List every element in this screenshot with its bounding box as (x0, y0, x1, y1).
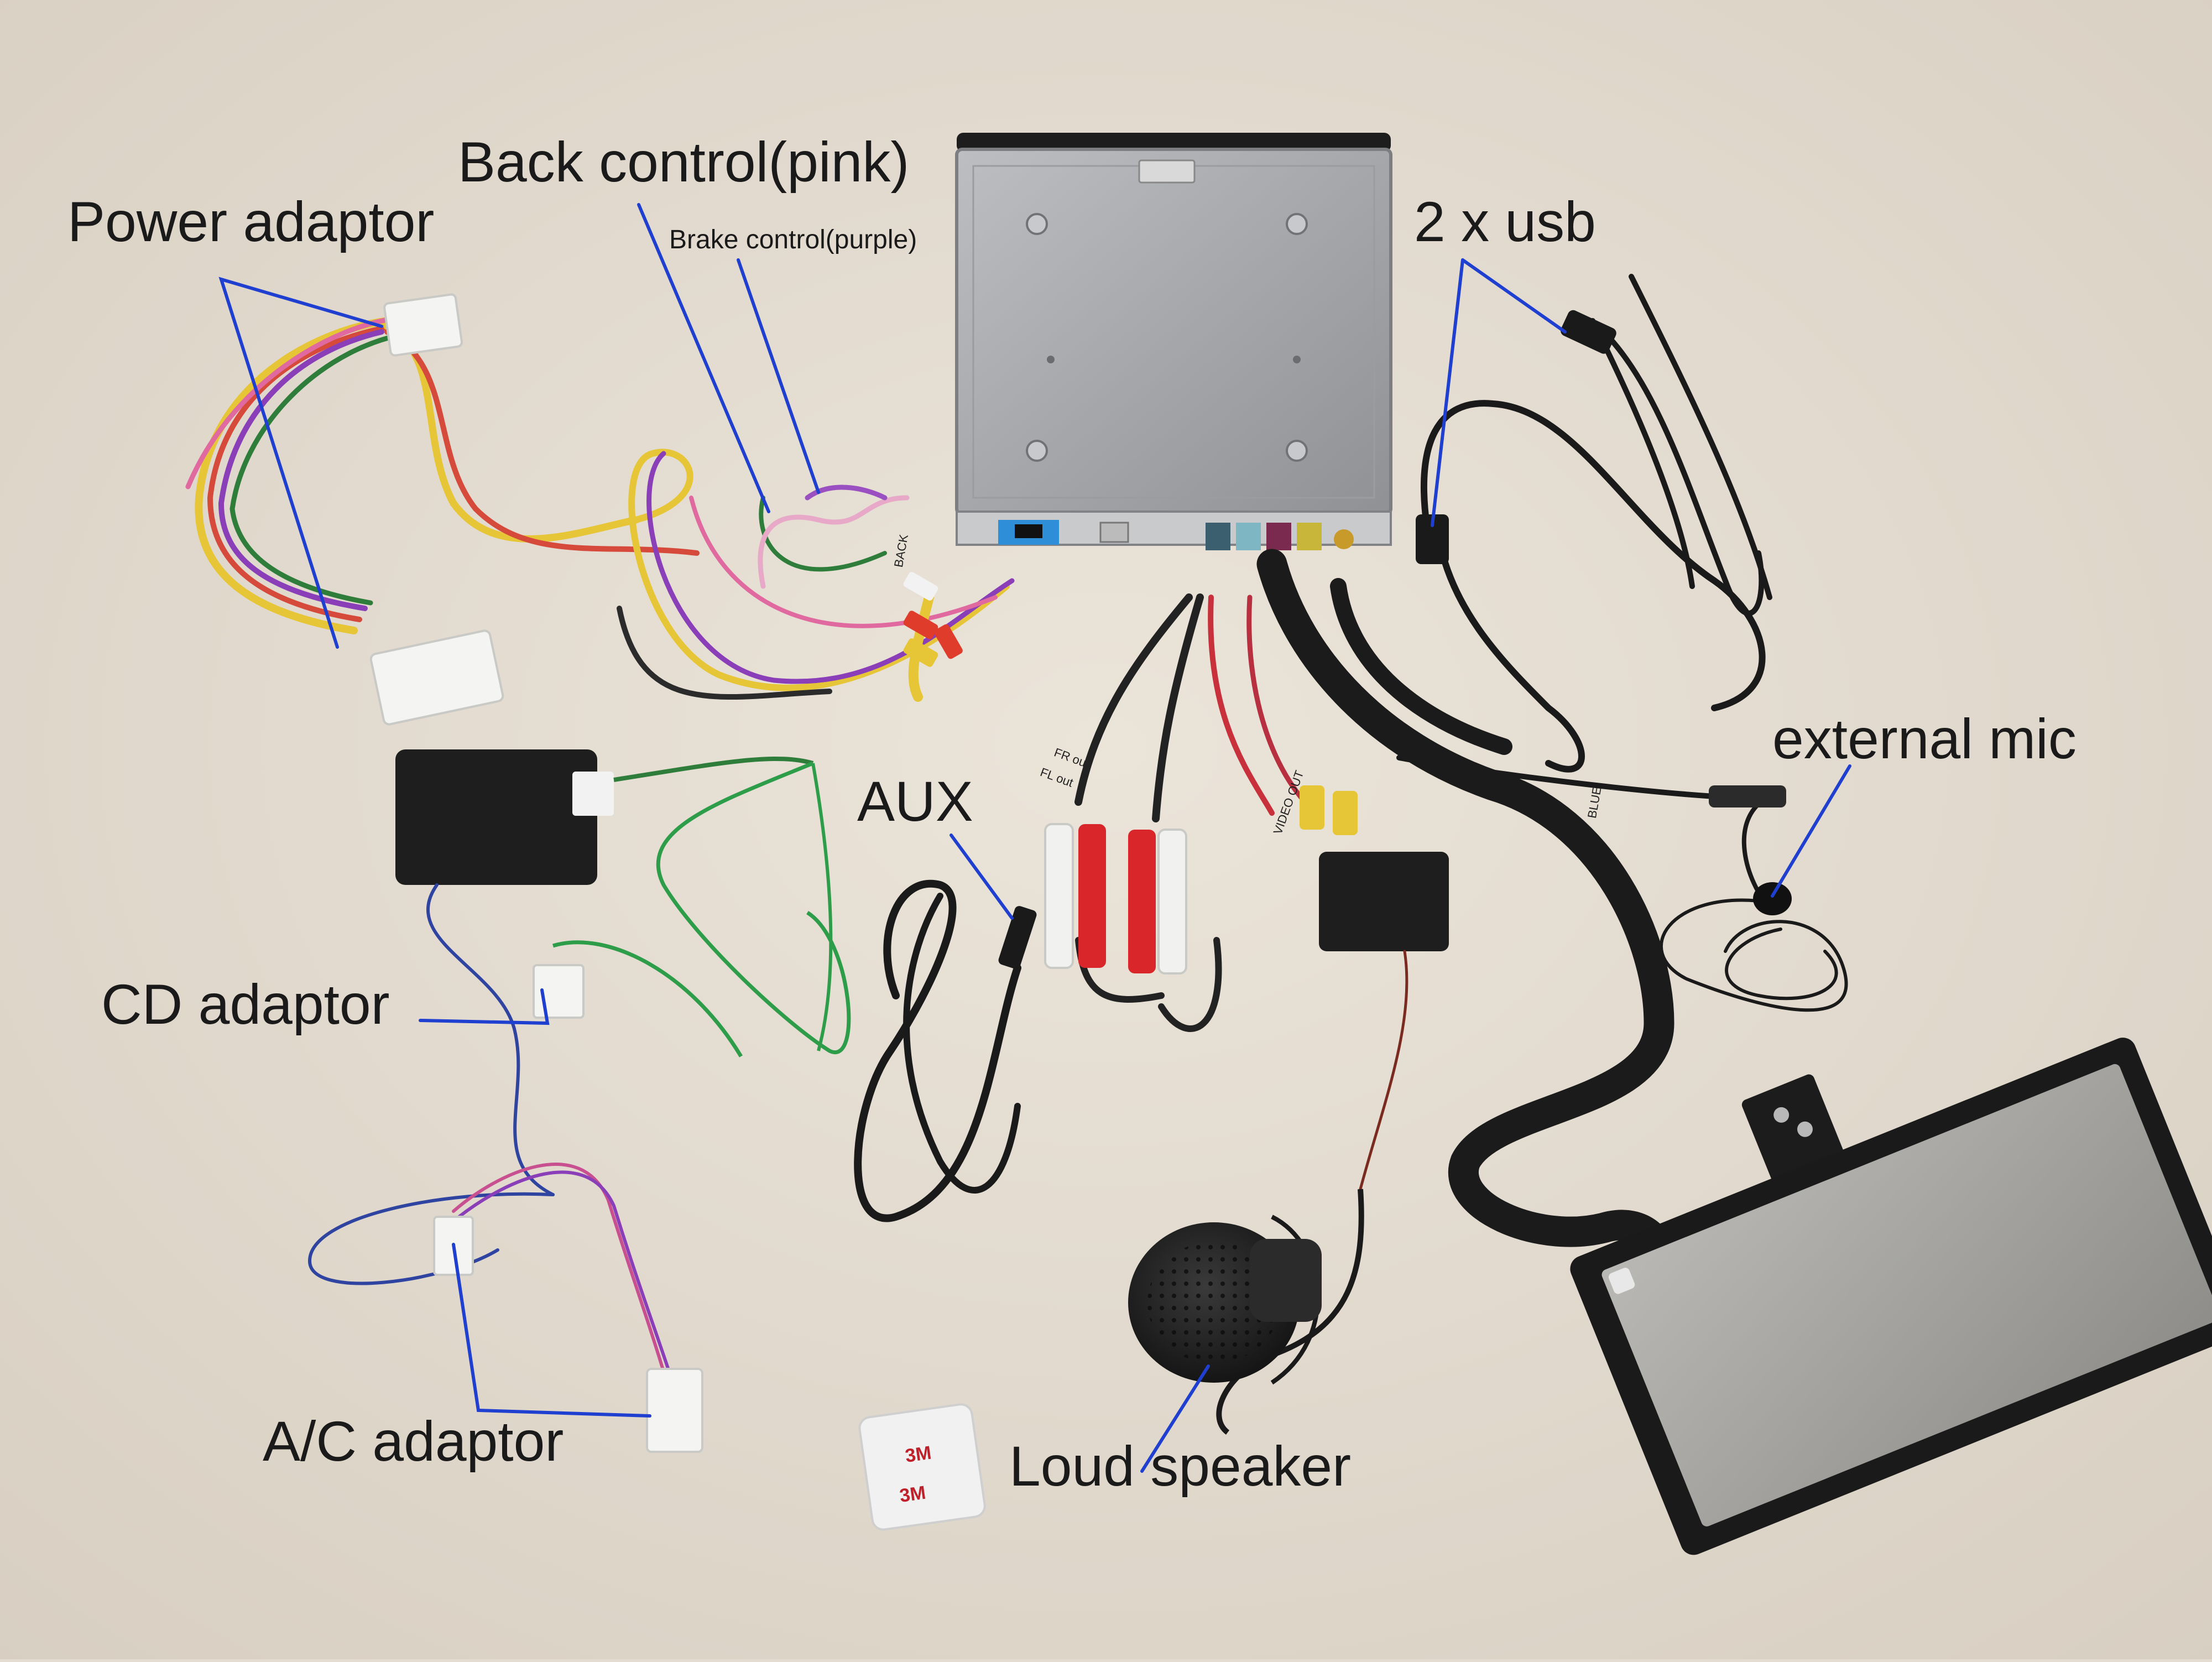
video-out-box (1246, 595, 1449, 1191)
label-cd-adaptor: CD adaptor (101, 973, 390, 1036)
svg-text:3M: 3M (898, 1482, 927, 1507)
label-aux: AUX (857, 770, 973, 833)
aux-cable (854, 879, 1037, 1222)
annotation-lines (218, 203, 1851, 1473)
usb-cables (1416, 274, 1772, 773)
label-power-adaptor: Power adaptor (67, 190, 435, 253)
label-loud-speaker: Loud speaker (1009, 1435, 1352, 1498)
svg-text:3M: 3M (904, 1442, 932, 1467)
head-unit (955, 133, 1392, 550)
label-external-mic: external mic (1772, 707, 2077, 770)
loud-speaker (1128, 1189, 1364, 1435)
3m-adhesive-pad: 3M 3M (858, 1403, 986, 1531)
cd-adaptor-box (395, 749, 851, 1057)
label-ac-adaptor: A/C adaptor (263, 1410, 564, 1473)
power-harness (185, 293, 1015, 726)
label-two-usb: 2 x usb (1414, 190, 1596, 253)
label-back-control: Back control(pink) (458, 131, 910, 194)
ac-harness (307, 883, 703, 1453)
rca-cluster (903, 572, 963, 702)
label-brake-control: Brake control(purple) (669, 225, 917, 254)
screen-cable-bundle (1256, 549, 1677, 1321)
touch-screen (1570, 1038, 2212, 1555)
output-rca-cables (1044, 593, 1275, 1032)
